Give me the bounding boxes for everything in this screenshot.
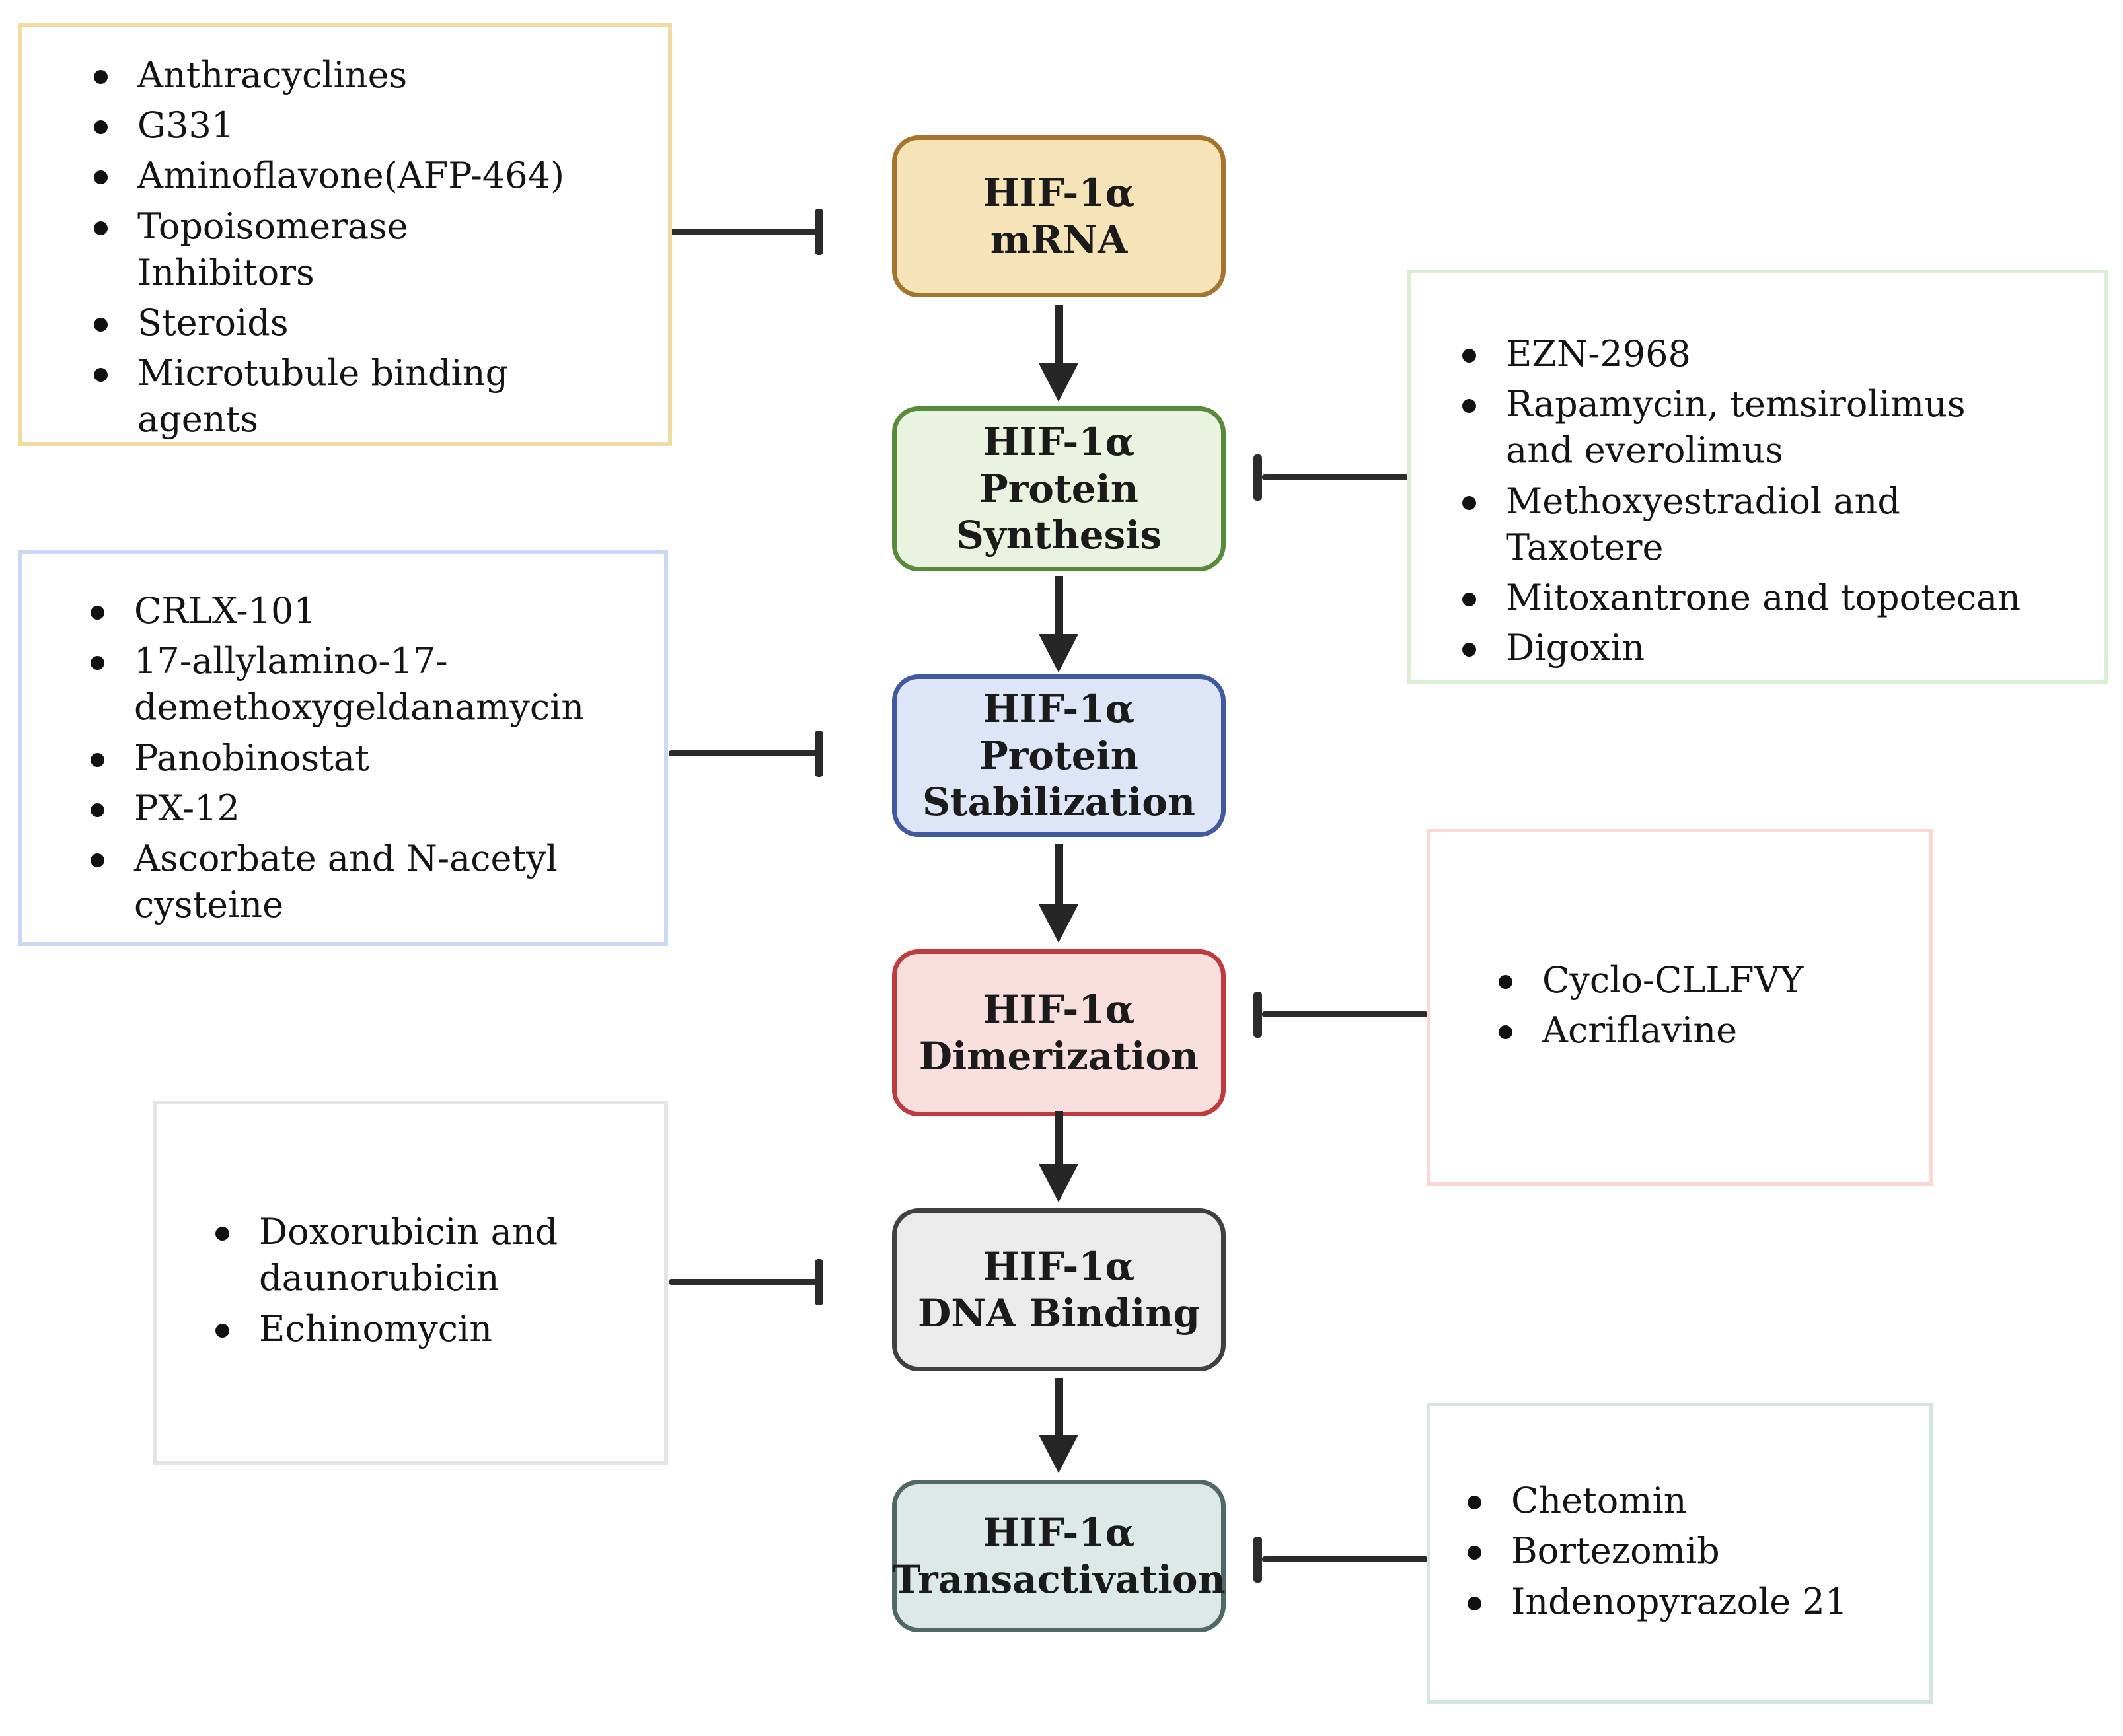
inhibition-tbar-icon [815,731,823,777]
inhibitor-box-transactivation: Chetomin Bortezomib Indenopyrazole 21 [1427,1403,1933,1704]
list-item: EZN-2968 [1453,331,2091,377]
flow-arrow-stem [1055,305,1063,363]
list-item: Indenopyrazole 21 [1458,1579,1916,1625]
list-item: Bortezomib [1458,1528,1916,1574]
inhibitor-list: Doxorubicin and daunorubicin Echinomycin [157,1209,664,1356]
list-item: PX-12 [81,785,651,832]
flow-arrow-head-icon [1039,904,1078,943]
list-item: Steroids [85,300,648,346]
list-item: 17-allylamino-17- demethoxygeldanamycin [81,638,651,731]
stage-hif1a-protein-stabilization: HIF-1α Protein Stabilization [892,674,1226,837]
inhibition-tbar-icon [815,209,823,255]
inhibition-tbar-icon [1253,454,1262,501]
inhibitor-list: Chetomin Bortezomib Indenopyrazole 21 [1430,1478,1929,1629]
inhibition-line [1262,1556,1428,1562]
flow-arrow-head-icon [1039,634,1078,672]
inhibition-line [669,1279,817,1285]
flow-arrow-stem [1055,1111,1063,1164]
inhibition-line [1262,474,1409,480]
inhibitor-list: Anthracyclines G331 Aminoflavone(AFP-464… [22,27,668,443]
list-item: Aminoflavone(AFP-464) [85,153,648,199]
stage-hif1a-mrna: HIF-1α mRNA [892,135,1226,297]
list-item: Digoxin [1453,625,2091,671]
stage-hif1a-dna-binding: HIF-1α DNA Binding [892,1208,1226,1371]
list-item: Rapamycin, temsirolimus and everolimus [1453,381,2091,474]
inhibitor-box-mrna: Anthracyclines G331 Aminoflavone(AFP-464… [18,23,672,446]
inhibitor-list: CRLX-101 17-allylamino-17- demethoxygeld… [22,554,664,928]
list-item: Microtubule binding agents [85,350,648,443]
inhibition-line [669,750,817,756]
list-item: Acriflavine [1489,1007,1916,1054]
inhibition-tbar-icon [815,1259,823,1305]
flow-arrow-head-icon [1039,1164,1078,1202]
list-item: Anthracyclines [85,52,648,98]
flow-arrow-head-icon [1039,363,1078,402]
inhibitor-list: Cyclo-CLLFVY Acriflavine [1430,957,1929,1058]
inhibitor-box-protein-stabilization: CRLX-101 17-allylamino-17- demethoxygeld… [18,550,668,946]
flow-arrow-head-icon [1039,1435,1078,1473]
list-item: Echinomycin [206,1306,651,1352]
list-item: G331 [85,102,648,149]
stage-hif1a-dimerization: HIF-1α Dimerization [892,949,1226,1116]
flow-arrow-stem [1055,844,1063,904]
inhibition-tbar-icon [1253,1537,1262,1583]
list-item: Panobinostat [81,735,651,781]
flow-arrow-stem [1055,576,1063,634]
inhibition-line [669,229,817,235]
stage-hif1a-protein-synthesis: HIF-1α Protein Synthesis [892,406,1226,571]
list-item: Chetomin [1458,1478,1916,1524]
inhibition-tbar-icon [1253,992,1262,1038]
inhibitor-box-dna-binding: Doxorubicin and daunorubicin Echinomycin [153,1101,668,1465]
list-item: CRLX-101 [81,588,651,634]
list-item: Doxorubicin and daunorubicin [206,1209,651,1301]
inhibitor-box-protein-synthesis: EZN-2968 Rapamycin, temsirolimus and eve… [1407,270,2108,684]
inhibitor-box-dimerization: Cyclo-CLLFVY Acriflavine [1427,829,1933,1186]
inhibition-line [1262,1011,1428,1017]
inhibitor-list: EZN-2968 Rapamycin, temsirolimus and eve… [1411,273,2104,671]
list-item: Ascorbate and N-acetyl cysteine [81,836,651,928]
list-item: Cyclo-CLLFVY [1489,957,1916,1003]
flow-arrow-stem [1055,1378,1063,1435]
stage-hif1a-transactivation: HIF-1α Transactivation [892,1480,1226,1632]
list-item: Topoisomerase Inhibitors [85,203,648,296]
list-item: Methoxyestradiol and Taxotere [1453,478,2091,571]
list-item: Mitoxantrone and topotecan [1453,575,2091,621]
